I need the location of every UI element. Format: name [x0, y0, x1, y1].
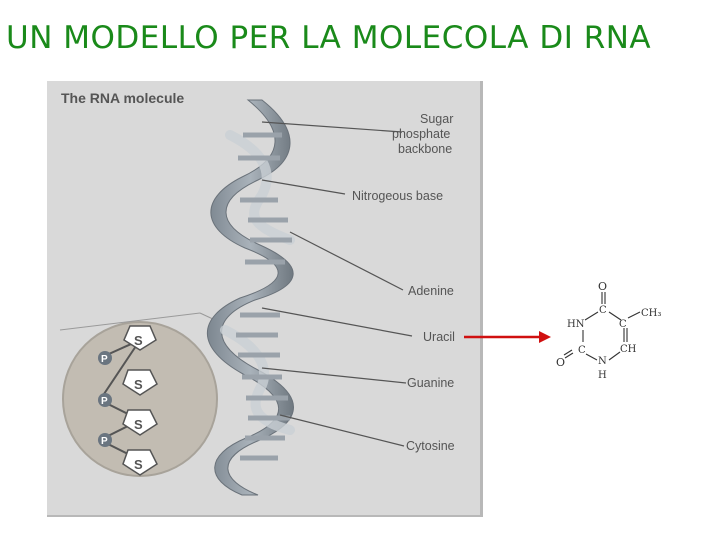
- inset-s-2: S: [134, 377, 143, 392]
- base-pair-rungs: [236, 132, 292, 461]
- label-phosphate: phosphate: [392, 127, 451, 141]
- helix-ribbon: [206, 99, 295, 496]
- inset-circle: [59, 312, 218, 477]
- uracil-ch: CH: [620, 344, 637, 355]
- leader-lines: [261, 121, 413, 447]
- label-uracil: Uracil: [423, 330, 455, 344]
- label-cytosine: Cytosine: [406, 439, 455, 453]
- uracil-o-top: O: [598, 280, 607, 293]
- panel-title: The RNA molecule: [61, 90, 185, 106]
- label-nitrogenous-base: Nitrogeous base: [352, 189, 444, 203]
- uracil-n-bottom: N: [598, 356, 607, 367]
- uracil-structure: [563, 292, 641, 361]
- inset-phosphate-2: [98, 393, 112, 407]
- uracil-h-bottom: H: [598, 370, 607, 381]
- label-guanine: Guanine: [407, 376, 455, 390]
- inset-s-4: S: [134, 457, 143, 472]
- inset-s-3: S: [134, 417, 143, 432]
- inset-phosphate-3: [98, 433, 112, 447]
- inset-p-1: P: [101, 354, 108, 365]
- label-sugar: Sugar: [420, 112, 454, 126]
- inset-p-3: P: [101, 436, 108, 447]
- inset-p-2: P: [101, 396, 108, 407]
- label-adenine: Adenine: [408, 284, 454, 298]
- inset-s-1: S: [134, 333, 143, 348]
- label-backbone: backbone: [398, 142, 453, 156]
- slide-title: UN MODELLO PER LA MOLECOLA DI RNA: [6, 20, 652, 56]
- uracil-hn: HN: [567, 319, 585, 330]
- uracil-c-left: C: [578, 345, 586, 356]
- uracil-o-left: O: [556, 356, 565, 369]
- uracil-ch3: CH₃: [641, 308, 661, 319]
- uracil-c-top: C: [599, 305, 607, 316]
- inset-phosphate-1: [98, 351, 112, 365]
- uracil-c-right: C: [619, 319, 627, 330]
- uracil-arrow: [464, 331, 551, 343]
